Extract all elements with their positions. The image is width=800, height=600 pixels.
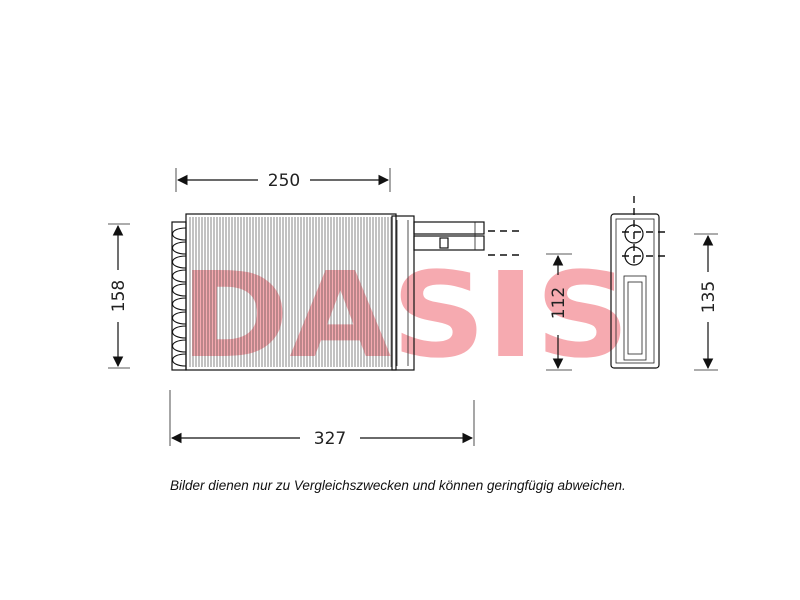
dimension-bottom-width: 327 [169, 390, 475, 449]
heater-core-side-view [610, 196, 668, 369]
dimension-label-135: 135 [699, 281, 719, 313]
dimension-right-height: 135 [694, 233, 719, 371]
dimension-left-height: 158 [108, 223, 130, 369]
disclaimer-note: Bilder dienen nur zu Vergleichszwecken u… [170, 478, 626, 493]
dimension-label-250: 250 [268, 171, 300, 191]
dimension-label-327: 327 [314, 429, 346, 449]
dimension-label-112: 112 [549, 287, 569, 319]
dimension-label-158: 158 [109, 280, 129, 312]
dimension-middle-height: 112 [546, 253, 572, 371]
heater-core-front-view [171, 213, 522, 371]
dimension-top-width: 250 [175, 168, 391, 192]
